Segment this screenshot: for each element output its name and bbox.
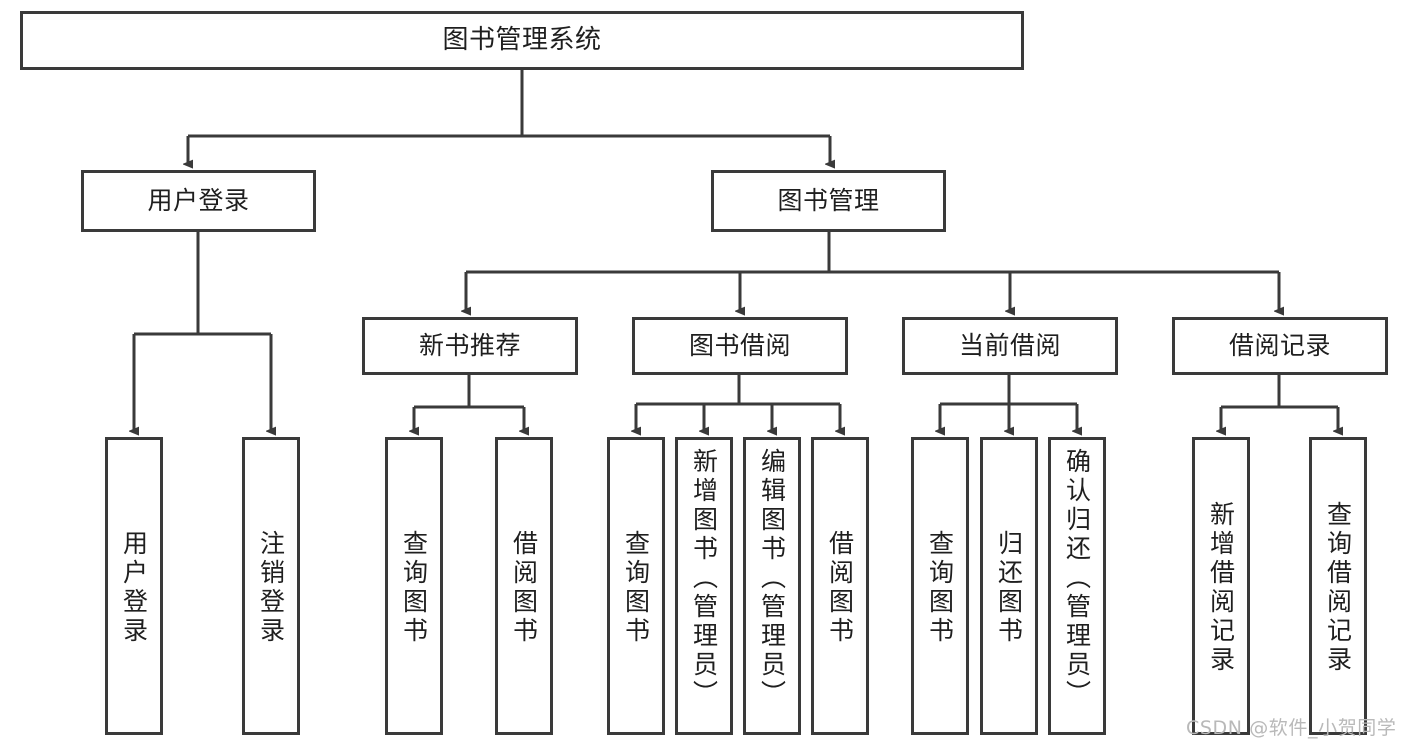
node-root-label: 图书管理系统 [442, 25, 602, 56]
node-leaf-add-record-label: 新增借阅记录 [1206, 501, 1236, 675]
node-leaf-query-book-a-label: 查询图书 [399, 530, 429, 646]
node-borrow-record-label: 借阅记录 [1228, 331, 1331, 361]
node-book-manage[interactable]: 图书管理 [711, 170, 946, 232]
node-current-borrow-label: 当前借阅 [958, 331, 1061, 361]
node-leaf-add-record[interactable]: 新增借阅记录 [1192, 437, 1250, 735]
node-leaf-edit-book[interactable]: 编辑图书（管理员） [743, 437, 801, 735]
node-leaf-query-book-b[interactable]: 查询图书 [607, 437, 665, 735]
node-leaf-query-book-b-label: 查询图书 [621, 530, 651, 646]
node-leaf-confirm-return-label: 确认归还（管理员） [1062, 448, 1092, 709]
node-leaf-confirm-return[interactable]: 确认归还（管理员） [1048, 437, 1106, 735]
node-leaf-query-record[interactable]: 查询借阅记录 [1309, 437, 1367, 735]
node-leaf-borrow-book-a-label: 借阅图书 [509, 530, 539, 646]
node-leaf-borrow-book-a[interactable]: 借阅图书 [495, 437, 553, 735]
node-leaf-query-book-c[interactable]: 查询图书 [911, 437, 969, 735]
node-leaf-edit-book-label: 编辑图书（管理员） [757, 448, 787, 709]
node-current-borrow[interactable]: 当前借阅 [902, 317, 1118, 375]
node-book-borrow[interactable]: 图书借阅 [632, 317, 848, 375]
node-root[interactable]: 图书管理系统 [20, 11, 1024, 70]
node-leaf-return-book[interactable]: 归还图书 [980, 437, 1038, 735]
node-new-book-rec-label: 新书推荐 [418, 331, 521, 361]
node-leaf-logout-label: 注销登录 [256, 530, 286, 646]
node-new-book-rec[interactable]: 新书推荐 [362, 317, 578, 375]
node-book-borrow-label: 图书借阅 [688, 331, 791, 361]
node-leaf-return-book-label: 归还图书 [994, 530, 1024, 646]
node-leaf-logout[interactable]: 注销登录 [242, 437, 300, 735]
node-leaf-add-book-label: 新增图书（管理员） [689, 448, 719, 709]
watermark: CSDN @软件_小贺同学 [1186, 717, 1397, 739]
node-user-login[interactable]: 用户登录 [81, 170, 316, 232]
node-user-login-label: 用户登录 [147, 186, 250, 216]
node-leaf-user-login[interactable]: 用户登录 [105, 437, 163, 735]
node-book-manage-label: 图书管理 [777, 186, 880, 216]
node-leaf-query-book-c-label: 查询图书 [925, 530, 955, 646]
node-leaf-borrow-book-b-label: 借阅图书 [825, 530, 855, 646]
node-borrow-record[interactable]: 借阅记录 [1172, 317, 1388, 375]
node-leaf-borrow-book-b[interactable]: 借阅图书 [811, 437, 869, 735]
node-leaf-query-record-label: 查询借阅记录 [1323, 501, 1353, 675]
node-leaf-add-book[interactable]: 新增图书（管理员） [675, 437, 733, 735]
node-leaf-query-book-a[interactable]: 查询图书 [385, 437, 443, 735]
node-leaf-user-login-label: 用户登录 [119, 530, 149, 646]
